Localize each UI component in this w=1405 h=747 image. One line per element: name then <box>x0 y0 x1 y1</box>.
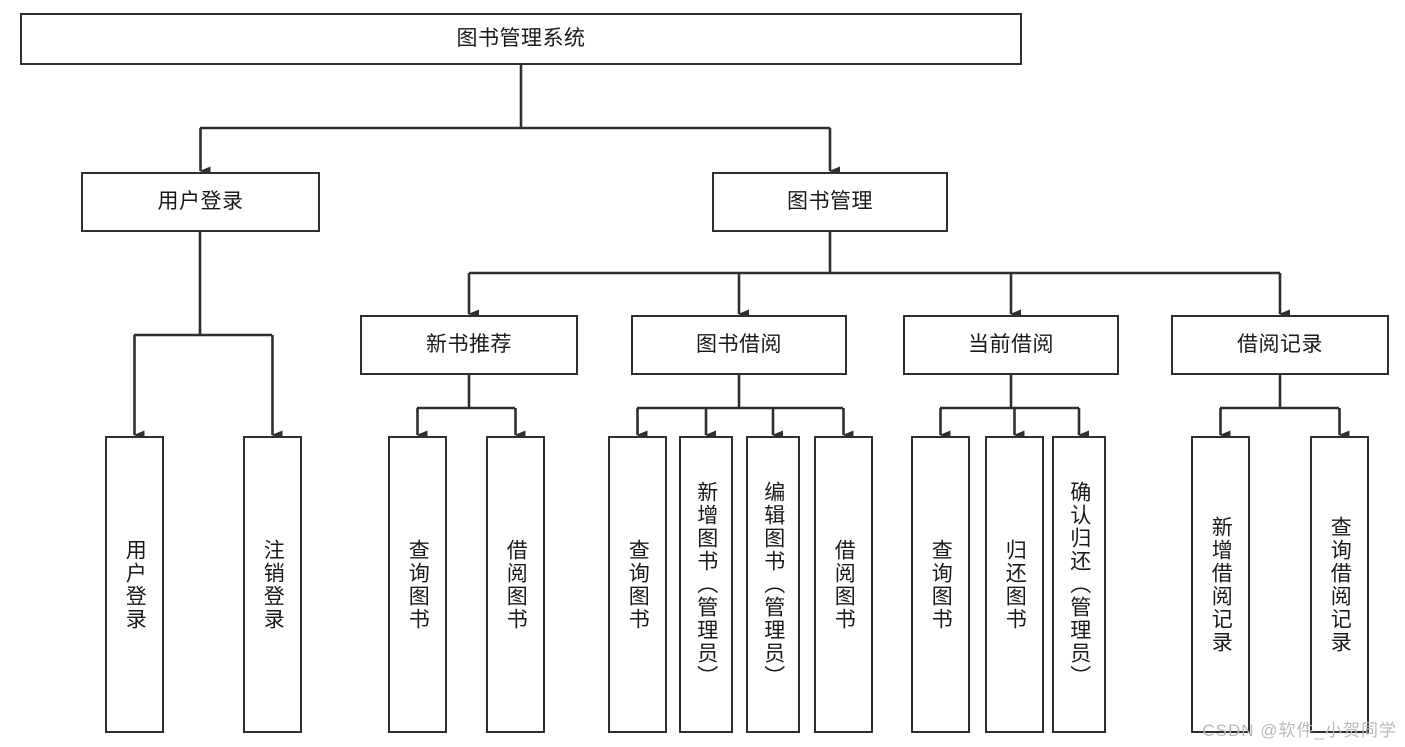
leaf-logout[interactable]: 注销登录 <box>243 436 302 733</box>
leaf-return-book[interactable]: 归还图书 <box>985 436 1044 733</box>
csdn-watermark: CSDN @软件_小贺同学 <box>1202 721 1397 740</box>
leaf-query-book-3-label: 查询图书 <box>929 538 953 631</box>
node-user-login-label: 用户登录 <box>157 190 244 214</box>
node-book-borrow[interactable]: 图书借阅 <box>631 315 847 375</box>
leaf-confirm-return[interactable]: 确认归还（管理员） <box>1052 436 1106 733</box>
leaf-query-borrow-record[interactable]: 查询借阅记录 <box>1310 436 1369 733</box>
node-book-manage-label: 图书管理 <box>787 190 873 214</box>
leaf-query-book-3[interactable]: 查询图书 <box>911 436 970 733</box>
leaf-borrow-book-1-label: 借阅图书 <box>504 538 528 631</box>
leaf-return-book-label: 归还图书 <box>1003 538 1027 631</box>
node-borrow-record[interactable]: 借阅记录 <box>1171 315 1389 375</box>
leaf-query-book-1-label: 查询图书 <box>406 538 430 631</box>
node-current-borrow[interactable]: 当前借阅 <box>903 315 1119 375</box>
leaf-borrow-book-2[interactable]: 借阅图书 <box>814 436 873 733</box>
leaf-logout-label: 注销登录 <box>261 538 285 631</box>
node-root[interactable]: 图书管理系统 <box>20 13 1022 65</box>
leaf-query-borrow-record-label: 查询借阅记录 <box>1328 515 1352 654</box>
node-new-book-recommend[interactable]: 新书推荐 <box>360 315 578 375</box>
node-book-borrow-label: 图书借阅 <box>696 333 782 357</box>
node-new-book-recommend-label: 新书推荐 <box>426 333 512 357</box>
leaf-add-book-label: 新增图书（管理员） <box>694 481 718 688</box>
leaf-user-login-label: 用户登录 <box>123 538 147 631</box>
leaf-add-book[interactable]: 新增图书（管理员） <box>679 436 733 733</box>
leaf-add-borrow-record[interactable]: 新增借阅记录 <box>1191 436 1250 733</box>
leaf-user-login[interactable]: 用户登录 <box>105 436 164 733</box>
node-current-borrow-label: 当前借阅 <box>968 333 1054 357</box>
leaf-confirm-return-label: 确认归还（管理员） <box>1067 481 1091 688</box>
leaf-add-borrow-record-label: 新增借阅记录 <box>1209 515 1233 654</box>
leaf-query-book-2[interactable]: 查询图书 <box>608 436 667 733</box>
leaf-edit-book[interactable]: 编辑图书（管理员） <box>746 436 800 733</box>
node-book-manage[interactable]: 图书管理 <box>712 172 948 232</box>
leaf-borrow-book-1[interactable]: 借阅图书 <box>486 436 545 733</box>
node-user-login[interactable]: 用户登录 <box>81 172 320 232</box>
leaf-query-book-2-label: 查询图书 <box>626 538 650 631</box>
leaf-query-book-1[interactable]: 查询图书 <box>388 436 447 733</box>
node-root-label: 图书管理系统 <box>456 27 586 51</box>
leaf-edit-book-label: 编辑图书（管理员） <box>761 481 785 688</box>
leaf-borrow-book-2-label: 借阅图书 <box>832 538 856 631</box>
node-borrow-record-label: 借阅记录 <box>1237 333 1323 357</box>
